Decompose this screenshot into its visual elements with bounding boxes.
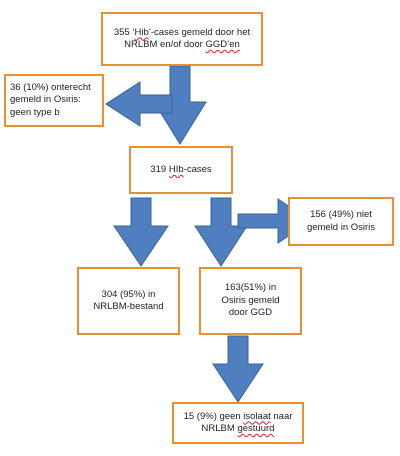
- box-osiris-line3: door GGD: [228, 307, 273, 319]
- box-osiris-gemeld-ggd: 163(51%) in Osiris gemeld door GGD: [199, 267, 302, 335]
- box-isolaat-line2: NRLBM gestuurd: [201, 423, 275, 434]
- box-hib-cases-total-line2: NRLBM en/of door GGD’en: [124, 39, 240, 50]
- box-hib-cases-319: 319 HIb-cases: [129, 146, 233, 194]
- box-hib-cases-total: 355 ‘Hib’-cases gemeld door het NRLBM en…: [101, 12, 263, 66]
- box-hib-cases-total-line1: 355 ‘Hib’-cases gemeld door het: [113, 26, 251, 38]
- box-niet-gemeld-line1: 156 (49%) niet: [310, 209, 372, 220]
- box-onterecht-line2: gemeld in Osiris:: [10, 94, 81, 106]
- arrow-osiris-to-isolaat: [212, 335, 264, 403]
- box-nrlbm-line1: 304 (95%) in: [101, 288, 156, 300]
- box-niet-gemeld-line2: gemeld in Osiris: [306, 221, 376, 233]
- box-osiris-line1: 163(51%) in: [224, 282, 277, 294]
- arrow-to-onterecht: [105, 81, 173, 127]
- box-niet-gemeld-osiris: 156 (49%) niet gemeld in Osiris: [288, 197, 394, 246]
- box-nrlbm-bestand: 304 (95%) in NRLBM-bestand: [77, 267, 180, 335]
- box-onterecht-line3: geen type b: [10, 106, 60, 118]
- box-geen-isolaat: 15 (9%) geen isolaat naar NRLBM gestuurd: [172, 402, 304, 444]
- box-onterecht-gemeld: 36 (10%) onterecht gemeld in Osiris: gee…: [4, 74, 104, 127]
- box-osiris-line2: Osiris gemeld: [221, 294, 280, 306]
- arrow-middle-to-nrlbm: [113, 197, 169, 267]
- box-onterecht-line1: 36 (10%) onterecht: [10, 81, 91, 93]
- box-hib-cases-319-text: 319 HIb-cases: [150, 163, 212, 175]
- box-isolaat-line1: 15 (9%) geen isolaat naar: [183, 410, 293, 422]
- box-nrlbm-line2: NRLBM-bestand: [93, 301, 164, 312]
- arrow-middle-to-osiris: [194, 197, 248, 267]
